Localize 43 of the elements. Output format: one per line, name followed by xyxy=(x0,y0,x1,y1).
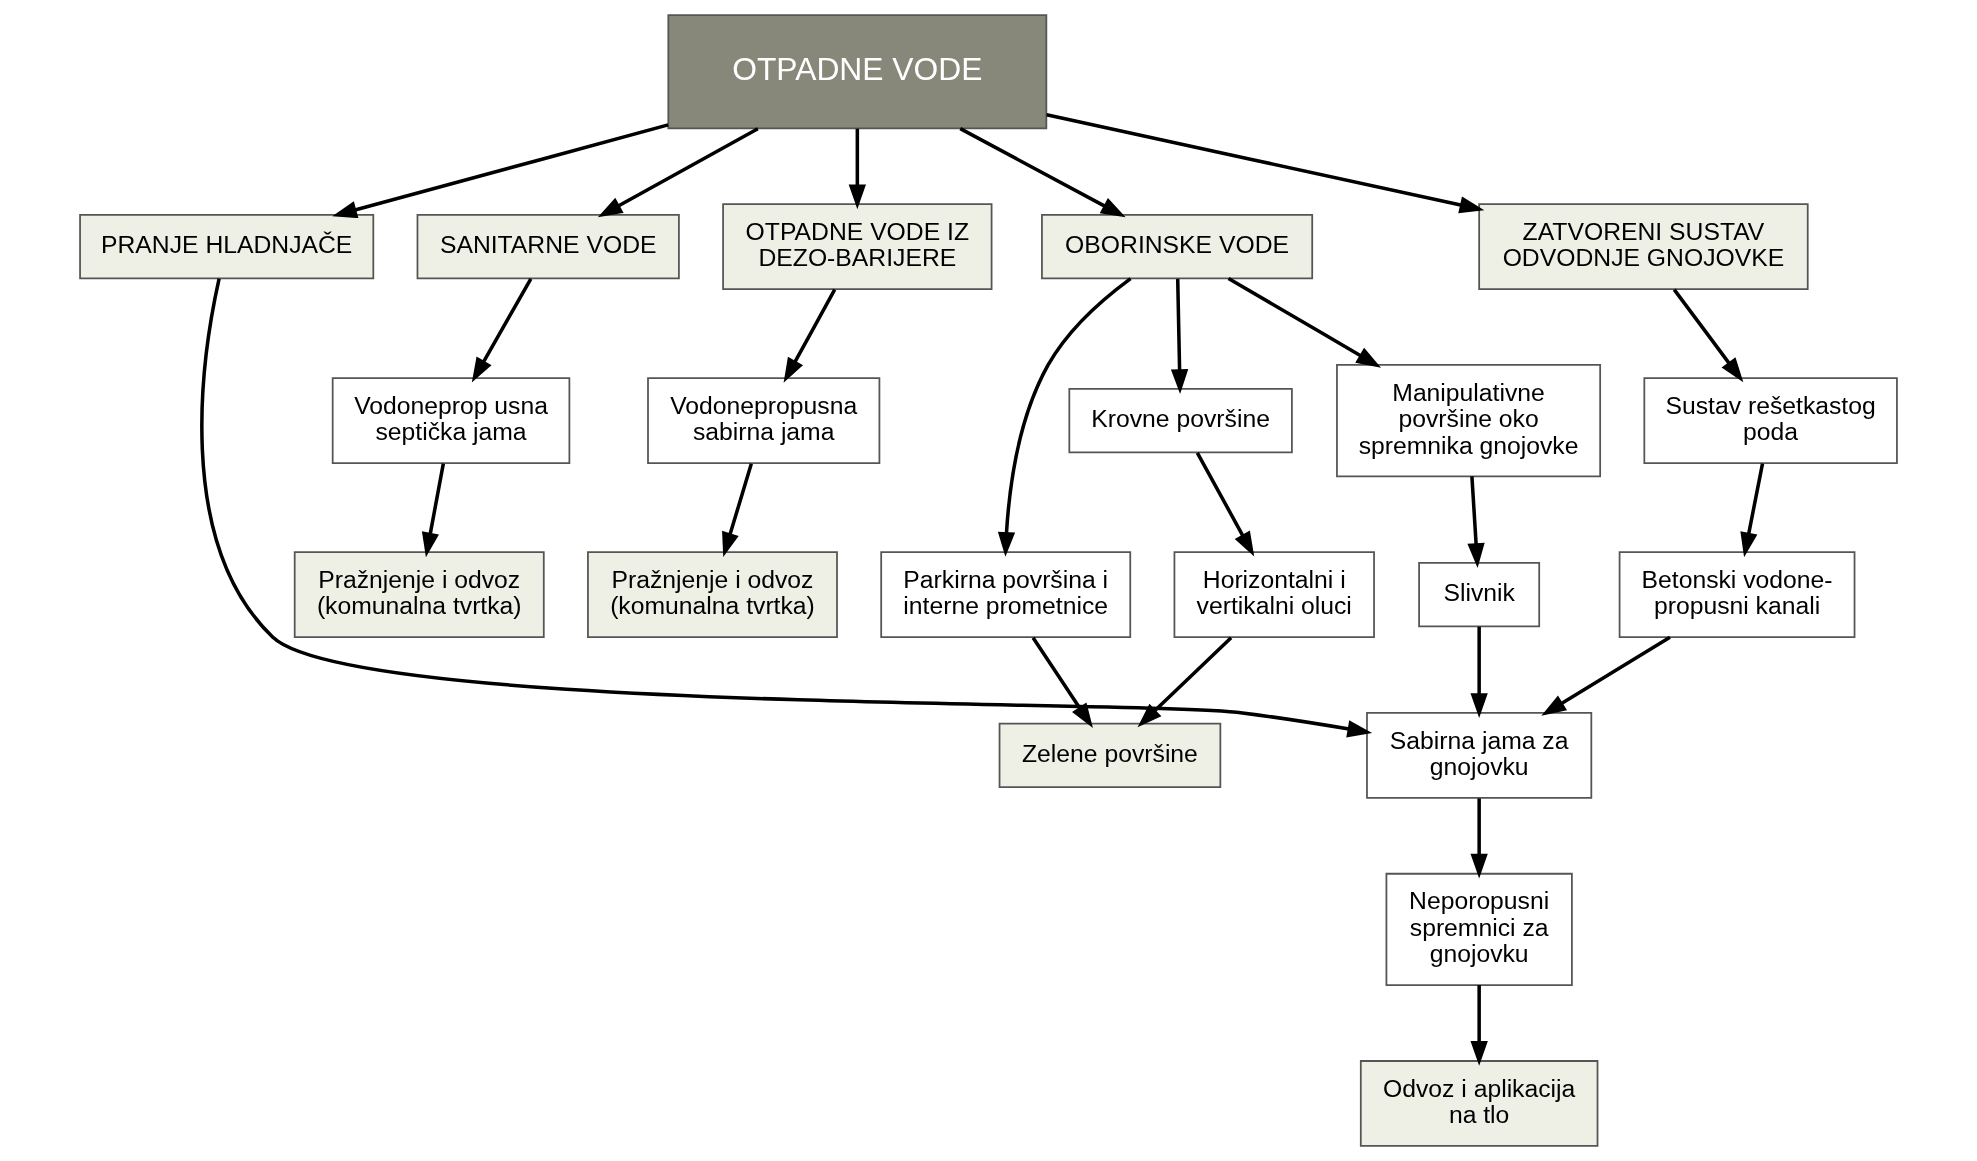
node-box: Pražnjenje i odvoz (komunalna tvrtka) xyxy=(293,551,545,638)
arrow xyxy=(1467,476,1485,568)
arrow xyxy=(332,123,669,219)
node-box: Pražnjenje i odvoz (komunalna tvrtka) xyxy=(587,551,838,638)
node-box: Vodoneprop usna septička jama xyxy=(331,377,571,464)
node-box: Slivnik xyxy=(1418,561,1541,628)
node-box: Horizontalni i vertikalni oluci xyxy=(1173,551,1375,638)
arrow xyxy=(1470,985,1488,1066)
arrow xyxy=(1227,276,1381,368)
arrow xyxy=(421,463,446,558)
node-box: PRANJE HLADNJAČE xyxy=(79,213,375,280)
node-box: SANITARNE VODE xyxy=(416,213,680,280)
arrow xyxy=(1195,452,1255,557)
arrow xyxy=(848,128,866,210)
node-box: Zelene površine xyxy=(998,722,1222,789)
node-box: Neporopusni spremnici za gnojovku xyxy=(1385,872,1573,986)
arrow xyxy=(1031,636,1093,728)
node-box: Sabirna jama za gnojovku xyxy=(1366,712,1593,799)
arrow xyxy=(722,463,753,558)
node-box: Krovne površine xyxy=(1068,387,1293,454)
arrow xyxy=(1137,636,1233,728)
arrow xyxy=(959,127,1126,218)
arrow xyxy=(597,127,759,218)
node-box: OBORINSKE VODE xyxy=(1041,213,1314,280)
arrow xyxy=(783,288,837,383)
node-box: Parkirna površina i interne prometnice xyxy=(880,551,1132,638)
node-box: Sustav rešetkastog poda xyxy=(1643,377,1898,464)
arrow xyxy=(1170,278,1189,394)
node-box: ZATVORENI SUSTAV ODVODNJE GNOJOVKE xyxy=(1478,203,1809,290)
arrow xyxy=(1046,113,1485,214)
arrow xyxy=(997,277,1132,557)
arrow xyxy=(1541,635,1671,716)
node-box: OTPADNE VODE IZ DEZO-BARIJERE xyxy=(722,203,993,290)
node-box: OTPADNE VODE xyxy=(667,14,1048,130)
arrow xyxy=(1470,798,1488,879)
arrow xyxy=(1740,463,1765,558)
node-box: Manipulativne površine oko spremnika gnojovke xyxy=(1336,364,1602,478)
arrow xyxy=(471,278,533,383)
node-box: Odvoz i aplikacija na tlo xyxy=(1359,1060,1599,1147)
arrow xyxy=(1672,288,1744,383)
node-box: Vodonepropusna sabirna jama xyxy=(647,377,881,464)
node-box: Betonski vodone-propusni kanali xyxy=(1618,551,1856,638)
arrow xyxy=(1470,626,1488,719)
